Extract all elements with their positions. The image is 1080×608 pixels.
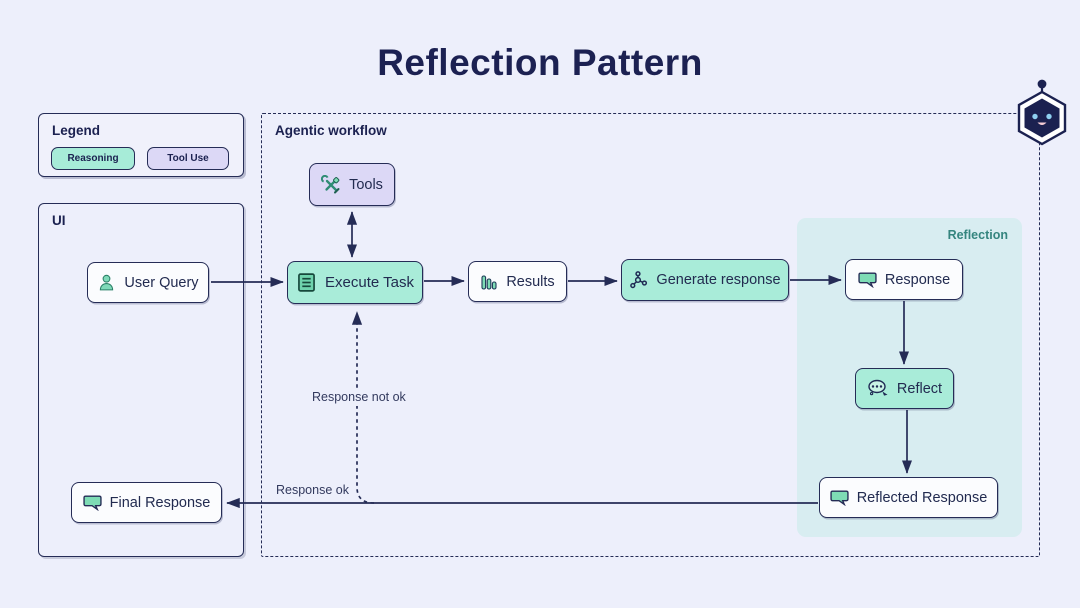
node-user-query: User Query	[87, 262, 209, 303]
edge-label-response-not-ok: Response not ok	[308, 388, 410, 406]
node-reflected-response: Reflected Response	[819, 477, 998, 518]
reflection-region-label: Reflection	[947, 228, 1008, 242]
legend-chip-reasoning: Reasoning	[51, 147, 135, 170]
task-list-icon	[298, 273, 315, 292]
robot-hexagon-icon	[1017, 79, 1067, 146]
chat-bubble-icon	[830, 489, 849, 506]
ui-panel: UI	[38, 203, 244, 557]
chat-bubble-icon	[858, 271, 877, 288]
node-final-response: Final Response	[71, 482, 222, 523]
agentic-workflow-label: Agentic workflow	[275, 123, 387, 138]
node-response-label: Response	[884, 271, 951, 288]
node-tools: Tools	[309, 163, 395, 206]
node-results: Results	[468, 261, 567, 302]
legend-title: Legend	[52, 123, 101, 138]
node-execute-task: Execute Task	[287, 261, 423, 304]
user-icon	[100, 274, 114, 291]
tools-icon	[321, 174, 340, 193]
page-title: Reflection Pattern	[377, 42, 703, 83]
node-generate-response: Generate response	[621, 259, 789, 301]
node-final-response-label: Final Response	[109, 494, 211, 511]
node-results-label: Results	[506, 273, 555, 290]
legend-chip-reasoning-label: Reasoning	[67, 153, 119, 164]
node-response: Response	[845, 259, 963, 300]
node-execute-task-label: Execute Task	[325, 274, 414, 291]
agentic-workflow-panel: Agentic workflow	[261, 113, 1040, 557]
node-user-query-label: User Query	[124, 274, 199, 291]
thought-cloud-icon	[868, 379, 888, 396]
edge-label-response-ok: Response ok	[276, 483, 349, 497]
legend-chip-tool-use: Tool Use	[147, 147, 229, 170]
node-generate-response-label: Generate response	[656, 272, 781, 288]
graph-icon	[630, 270, 648, 288]
bar-chart-icon	[481, 274, 497, 290]
ui-panel-label: UI	[52, 213, 66, 228]
node-tools-label: Tools	[349, 176, 383, 193]
node-reflect: Reflect	[855, 368, 954, 409]
legend-chip-tool-use-label: Tool Use	[167, 153, 209, 164]
node-reflect-label: Reflect	[896, 380, 943, 397]
node-reflected-response-label: Reflected Response	[856, 489, 988, 506]
legend-panel: Legend Reasoning Tool Use	[38, 113, 244, 177]
chat-bubble-icon	[82, 494, 102, 511]
